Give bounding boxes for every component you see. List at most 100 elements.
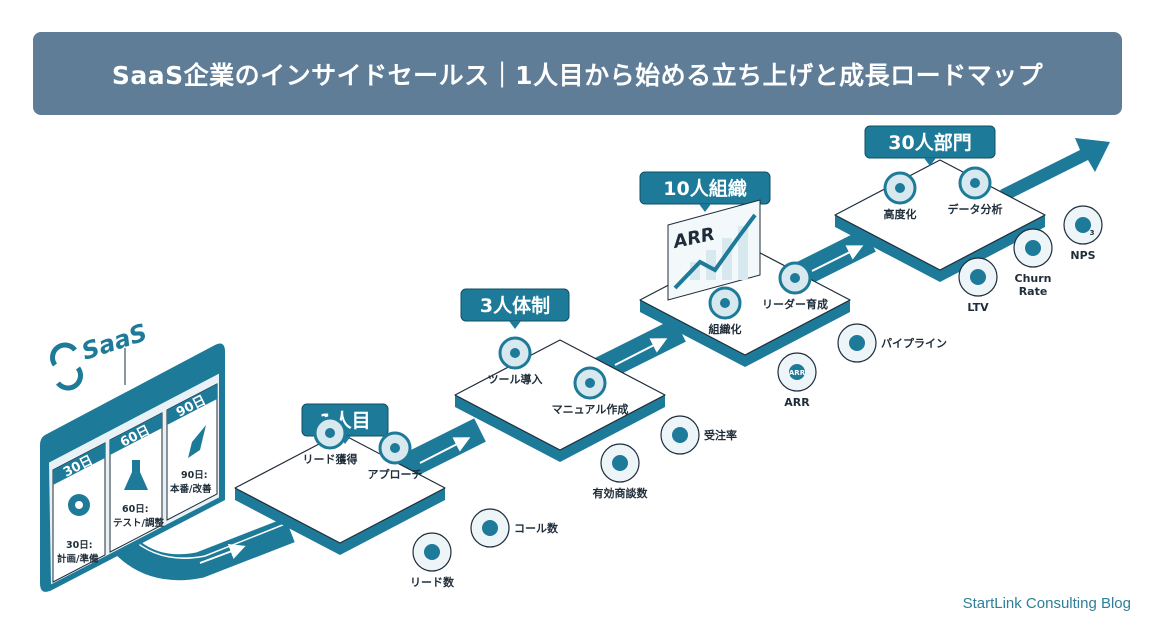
broken-chain-icon bbox=[1025, 240, 1041, 256]
kpi-item: リード数 bbox=[410, 532, 455, 589]
intro-panel: SaaS 30日 30日: 計画/準備 60日 60日: テスト/調整 90日 … bbox=[40, 318, 225, 592]
stage-item: ツール導入 bbox=[488, 336, 543, 386]
kpi-label: LTV bbox=[967, 301, 989, 314]
title-bar: SaaS企業のインサイドセールス｜1人目から始める立ち上げと成長ロードマップ bbox=[33, 32, 1122, 115]
handshake-icon bbox=[612, 455, 628, 471]
kpi-label: 受注率 bbox=[704, 428, 737, 442]
saas-logo: SaaS bbox=[78, 318, 150, 365]
kpi-label: NPS bbox=[1070, 249, 1095, 262]
platform-side bbox=[835, 215, 1045, 282]
item-label: アプローチ bbox=[368, 467, 423, 481]
svg-text:本番/改善: 本番/改善 bbox=[170, 483, 212, 495]
icon-core bbox=[390, 443, 400, 453]
platform-side bbox=[235, 488, 445, 555]
svg-text:計画/準備: 計画/準備 bbox=[57, 553, 99, 565]
road-arrow-icon bbox=[614, 338, 668, 366]
stage-item: アプローチ bbox=[368, 431, 423, 481]
kpi-item: 受注率 bbox=[660, 415, 737, 455]
item-label: リーダー育成 bbox=[762, 297, 828, 311]
icon-core bbox=[510, 348, 520, 358]
kpi-label: リード数 bbox=[410, 575, 455, 589]
item-label: データ分析 bbox=[948, 202, 1003, 216]
kpi-label: 有効商談数 bbox=[593, 486, 649, 500]
badge-pointer bbox=[924, 158, 936, 166]
badge-label: 3人体制 bbox=[480, 294, 550, 317]
stage-item: リード獲得 bbox=[303, 416, 358, 466]
kpi-label: Churn bbox=[1015, 272, 1052, 285]
svg-text:テスト/調整: テスト/調整 bbox=[113, 517, 164, 529]
item-label: マニュアル作成 bbox=[552, 402, 629, 416]
kpi-item: LTV bbox=[958, 257, 998, 314]
chart-bar bbox=[690, 262, 700, 280]
bag-label: ARR bbox=[789, 369, 806, 377]
badge-pointer bbox=[699, 204, 711, 212]
sync-icon bbox=[50, 342, 83, 391]
road-arrow-icon bbox=[199, 544, 246, 564]
stage-item: 高度化 bbox=[883, 171, 917, 221]
stage-badge: 30人部門 bbox=[864, 125, 996, 166]
icon-core bbox=[720, 298, 730, 308]
icon-core bbox=[970, 178, 980, 188]
kpi-item: 有効商談数 bbox=[593, 443, 649, 500]
item-label: ツール導入 bbox=[488, 372, 543, 386]
item-label: 高度化 bbox=[884, 207, 917, 221]
platform-side bbox=[640, 300, 850, 367]
stage-item: データ分析 bbox=[948, 166, 1003, 216]
chart-trend-line bbox=[673, 213, 757, 290]
star-icon bbox=[1075, 217, 1091, 233]
kpi-label: コール数 bbox=[514, 521, 559, 535]
heart-arrow-icon bbox=[970, 269, 986, 285]
money-bag-icon bbox=[789, 364, 805, 380]
badge-pointer bbox=[509, 321, 521, 329]
arr-chart: ARR bbox=[667, 199, 761, 301]
star-number: 3 bbox=[1090, 229, 1095, 237]
lead-list-icon bbox=[424, 544, 440, 560]
kpi-item: コール数 bbox=[470, 508, 559, 548]
kpi-item: パイプライン bbox=[837, 323, 947, 363]
stage-4: 30人部門高度化データ分析LTVChurnRate3NPS bbox=[834, 125, 1103, 314]
funnel-icon bbox=[849, 335, 865, 351]
growth-chart-icon bbox=[672, 427, 688, 443]
icon-core bbox=[585, 378, 595, 388]
phone-call-icon bbox=[482, 520, 498, 536]
badge-label: 10人組織 bbox=[663, 177, 746, 200]
chart-bar bbox=[722, 238, 732, 280]
svg-text:90日:: 90日: bbox=[181, 470, 208, 481]
stage-item: マニュアル作成 bbox=[552, 366, 629, 416]
icon-core bbox=[790, 273, 800, 283]
road-segment-4 bbox=[794, 228, 876, 287]
chart-bar bbox=[706, 250, 716, 280]
stage-item: 組織化 bbox=[708, 286, 742, 336]
road-arrow-icon bbox=[419, 437, 471, 464]
icon-core bbox=[325, 428, 335, 438]
road-arrow-icon bbox=[811, 245, 864, 272]
stage-item: リーダー育成 bbox=[762, 261, 828, 311]
icon-core bbox=[895, 183, 905, 193]
item-label: 組織化 bbox=[709, 322, 742, 336]
gear-icon bbox=[68, 494, 90, 516]
footer-brand: StartLink Consulting Blog bbox=[962, 595, 1131, 612]
kpi-label-2: Rate bbox=[1019, 285, 1048, 298]
growth-arrow-icon bbox=[1000, 138, 1110, 200]
stage-badge: 10人組織 bbox=[639, 171, 771, 212]
page-title: SaaS企業のインサイドセールス｜1人目から始める立ち上げと成長ロードマップ bbox=[111, 60, 1044, 90]
flask-icon bbox=[124, 460, 148, 490]
stage-badge: 3人体制 bbox=[460, 288, 570, 329]
kpi-label: ARR bbox=[784, 396, 810, 409]
chart-bar bbox=[738, 226, 748, 280]
road-segment-3 bbox=[594, 318, 686, 382]
svg-text:30日:: 30日: bbox=[66, 540, 93, 551]
svg-text:60日:: 60日: bbox=[122, 504, 149, 515]
rocket-icon bbox=[188, 425, 206, 458]
item-label: リード獲得 bbox=[303, 452, 358, 466]
platform-side bbox=[455, 395, 665, 462]
badge-label: 30人部門 bbox=[888, 131, 971, 154]
road-segment-2 bbox=[394, 418, 486, 482]
kpi-item: ARR ARR bbox=[777, 352, 817, 409]
